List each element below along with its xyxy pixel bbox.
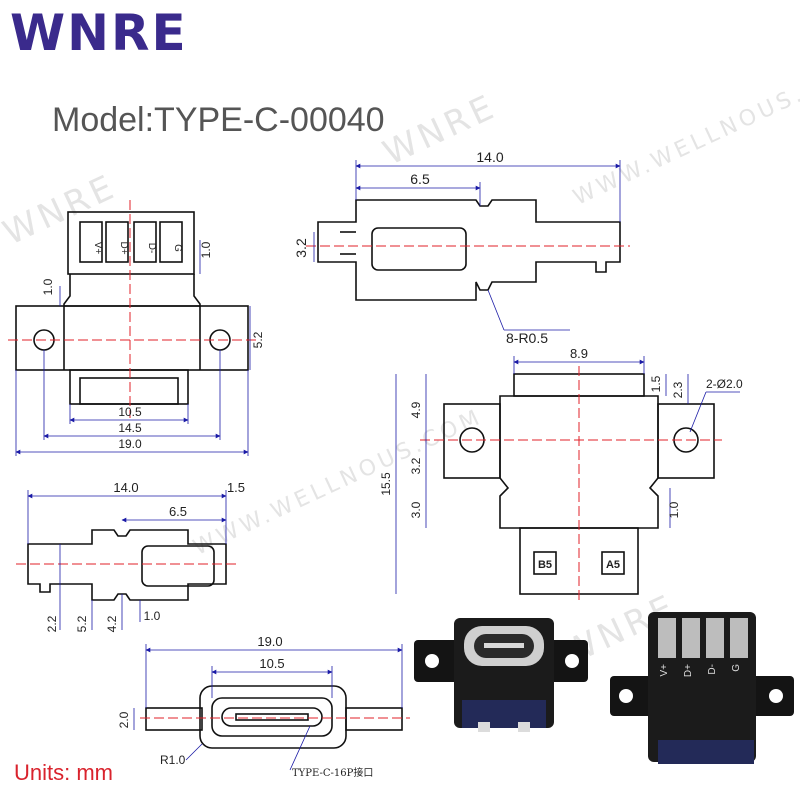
dim-label: 2-Ø2.0 [706, 377, 743, 391]
dim-label: 5.2 [75, 615, 89, 632]
brand-logo: WNRE [10, 4, 188, 62]
pin-label: D+ [118, 241, 129, 254]
port-dim-labels: 19.0 10.5 2.0 R1.0 TYPE-C-16P接口 [117, 634, 373, 779]
dim-label: 1.0 [667, 501, 681, 518]
dim-label: 3.0 [409, 501, 423, 518]
port-dimensions [133, 644, 403, 771]
pin-mark: A5 [606, 559, 620, 571]
dim-label: 1.0 [41, 278, 55, 295]
dim-label: 14.0 [113, 480, 138, 495]
side-bottom-dim-labels: 14.0 1.5 6.5 2.2 5.2 4.2 1.0 [45, 480, 245, 632]
dim-label: 2.3 [671, 381, 685, 398]
pin-label: G [172, 244, 183, 252]
dim-label: 19.0 [257, 634, 282, 649]
dim-label: 1.0 [199, 241, 213, 258]
dim-label: R1.0 [160, 753, 186, 767]
front-pin-labels: V+ D+ D- G [92, 241, 183, 254]
photo-pin-labels: G D- D+ V+ [659, 664, 742, 677]
port-callout: TYPE-C-16P接口 [292, 766, 373, 779]
dim-label: 6.5 [410, 171, 430, 187]
dim-label: 2.0 [117, 711, 131, 728]
rear-dim-labels: 8.9 1.5 2.3 2-Ø2.0 4.9 3.2 15.5 3.0 1.0 … [379, 346, 743, 571]
rear-dimensions [395, 356, 740, 594]
dim-label: 1.0 [144, 609, 161, 623]
dim-label: 4.9 [409, 401, 423, 418]
dim-label: 4.2 [105, 615, 119, 632]
side-top-dimensions [313, 160, 621, 331]
dim-label: 6.5 [169, 504, 187, 519]
pin-label: D+ [683, 664, 694, 677]
dim-label: 5.2 [251, 331, 265, 348]
dim-label: 3.2 [293, 238, 309, 258]
product-photo-left [414, 618, 588, 732]
dim-label: 8-R0.5 [506, 330, 548, 346]
pin-label: D- [707, 664, 718, 675]
dim-label: 1.5 [649, 375, 663, 392]
dim-label: 14.0 [476, 149, 503, 165]
side-view-top [317, 199, 621, 301]
side-view-bottom [27, 529, 227, 601]
pin-mark: B5 [538, 559, 552, 571]
front-dimensions [15, 240, 251, 456]
side-bottom-dimensions [27, 490, 227, 630]
units-label: Units: mm [14, 760, 113, 785]
pin-label: G [731, 664, 742, 672]
model-title: Model:TYPE-C-00040 [52, 101, 385, 139]
dim-label: 1.5 [227, 480, 245, 495]
rear-view [443, 373, 715, 595]
port-view [145, 685, 403, 749]
dim-label: 10.5 [259, 656, 284, 671]
pin-label: D- [146, 243, 157, 254]
dim-label: 15.5 [379, 472, 393, 496]
dim-label: 2.2 [45, 615, 59, 632]
pin-label: V+ [659, 664, 670, 677]
side-top-dim-labels: 14.0 6.5 3.2 8-R0.5 [293, 149, 548, 346]
rear-centerlines [420, 366, 722, 604]
front-dim-labels: 1.0 1.0 5.2 10.5 14.5 19.0 [41, 241, 265, 451]
dim-label: 8.9 [570, 346, 588, 361]
dim-label: 3.2 [409, 457, 423, 474]
dim-label: 19.0 [118, 437, 142, 451]
dim-label: 14.5 [118, 421, 142, 435]
front-view [15, 211, 249, 405]
pin-label: V+ [92, 242, 103, 255]
dim-label: 10.5 [118, 405, 142, 419]
product-photo-right [610, 612, 794, 764]
front-centerlines [8, 200, 258, 418]
